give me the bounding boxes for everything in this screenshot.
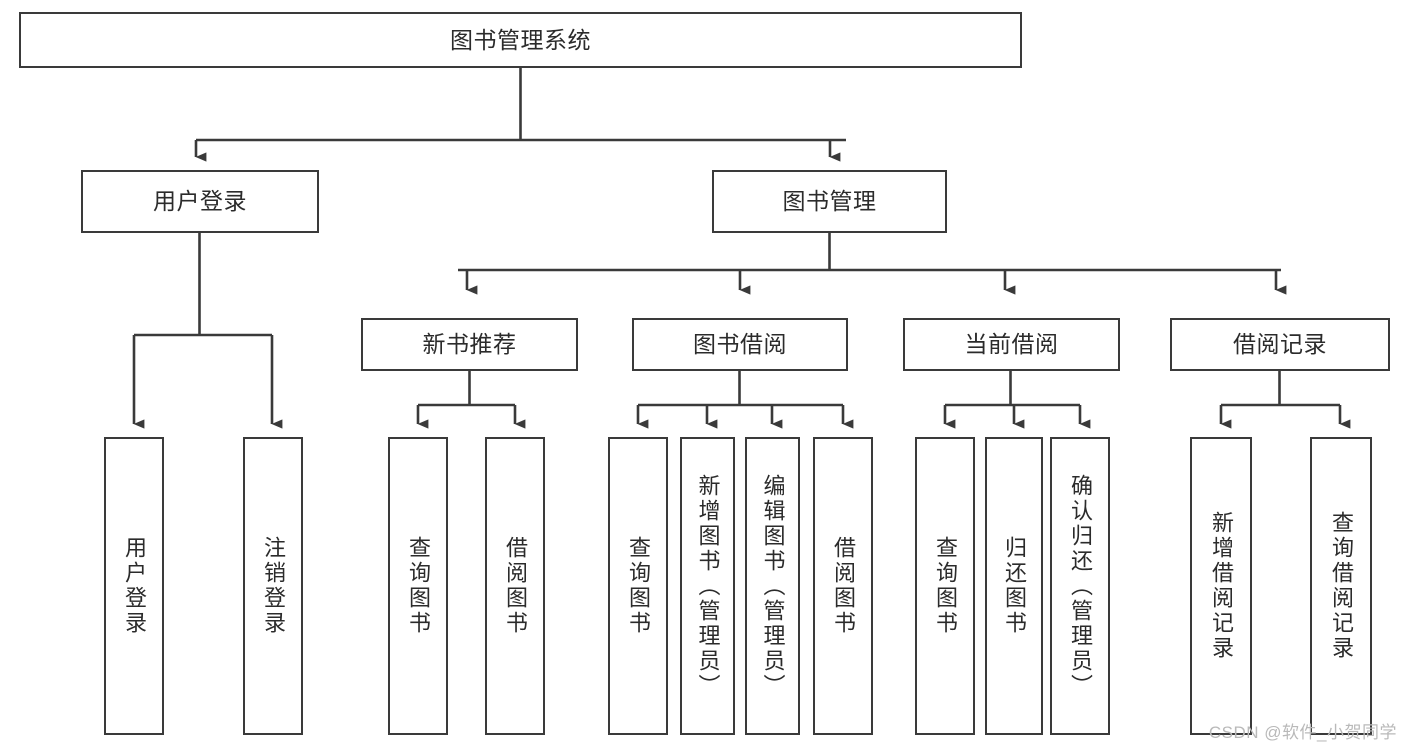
node-leaf-label: 查询借阅记录 (1329, 511, 1354, 661)
node-root[interactable]: 图书管理系统 (19, 12, 1022, 68)
node-leaf-current-confirm-return[interactable]: 确认归还（管理员） (1050, 437, 1110, 735)
node-leaf-label: 归还图书 (1002, 536, 1027, 636)
node-leaf-new-book-query[interactable]: 查询图书 (388, 437, 448, 735)
node-leaf-label: 用户登录 (122, 536, 147, 636)
node-leaf-borrow-borrow-book[interactable]: 借阅图书 (813, 437, 873, 735)
node-leaf-current-return[interactable]: 归还图书 (985, 437, 1043, 735)
node-leaf-borrow-query[interactable]: 查询图书 (608, 437, 668, 735)
node-book-borrow[interactable]: 图书借阅 (632, 318, 848, 371)
node-leaf-new-book-borrow[interactable]: 借阅图书 (485, 437, 545, 735)
node-book-management[interactable]: 图书管理 (712, 170, 947, 233)
node-leaf-label: 查询图书 (626, 536, 651, 636)
node-leaf-label: 查询图书 (406, 536, 431, 636)
node-user-login[interactable]: 用户登录 (81, 170, 319, 233)
node-book-management-label: 图书管理 (782, 188, 877, 215)
node-leaf-borrow-edit-book[interactable]: 编辑图书（管理员） (745, 437, 800, 735)
node-borrow-records-label: 借阅记录 (1233, 331, 1327, 358)
node-user-login-label: 用户登录 (153, 188, 247, 215)
node-new-book-recommend-label: 新书推荐 (422, 331, 517, 358)
node-root-label: 图书管理系统 (450, 26, 591, 53)
node-leaf-user-login-logout[interactable]: 注销登录 (243, 437, 303, 735)
node-leaf-borrow-add-book[interactable]: 新增图书（管理员） (680, 437, 735, 735)
node-leaf-label: 新增图书（管理员） (695, 473, 721, 699)
node-leaf-user-login-login[interactable]: 用户登录 (104, 437, 164, 735)
node-leaf-current-query[interactable]: 查询图书 (915, 437, 975, 735)
node-leaf-label: 确认归还（管理员） (1068, 473, 1093, 699)
node-new-book-recommend[interactable]: 新书推荐 (361, 318, 578, 371)
node-leaf-records-add[interactable]: 新增借阅记录 (1190, 437, 1252, 735)
node-leaf-label: 借阅图书 (503, 536, 528, 636)
node-current-borrow-label: 当前借阅 (964, 331, 1059, 358)
node-borrow-records[interactable]: 借阅记录 (1170, 318, 1390, 371)
node-current-borrow[interactable]: 当前借阅 (903, 318, 1120, 371)
node-leaf-label: 新增借阅记录 (1209, 511, 1234, 661)
node-leaf-label: 借阅图书 (831, 536, 856, 636)
node-leaf-records-query[interactable]: 查询借阅记录 (1310, 437, 1372, 735)
node-leaf-label: 查询图书 (933, 536, 958, 636)
node-book-borrow-label: 图书借阅 (693, 331, 787, 358)
node-leaf-label: 注销登录 (261, 536, 286, 636)
node-leaf-label: 编辑图书（管理员） (760, 473, 786, 699)
